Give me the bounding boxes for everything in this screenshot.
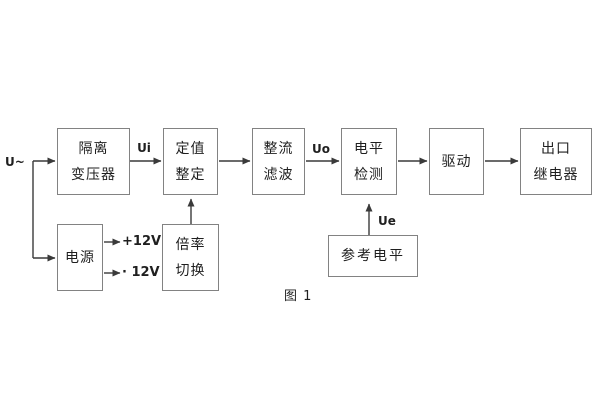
signal-label-source: U~ (5, 155, 25, 169)
block-label-line: 驱动 (441, 153, 472, 170)
block-isolation-transformer: 隔离 变压器 (57, 128, 130, 195)
block-level-detect: 电平 检测 (341, 128, 397, 195)
block-label-line: 整流 (263, 140, 294, 157)
signal-label-ue: Ue (378, 214, 396, 228)
block-ratio-switch: 倍率 切换 (162, 224, 219, 291)
block-label-line: 隔离 (78, 140, 109, 157)
signal-label-ui: Ui (137, 141, 151, 155)
block-label-line: 切换 (175, 262, 206, 279)
block-label-line: 滤波 (263, 166, 294, 183)
block-label-line: 电平 (354, 140, 384, 157)
block-label-line: 倍率 (175, 236, 206, 253)
block-setpoint-setting: 定值 整定 (163, 128, 218, 195)
block-label-line: 检测 (354, 166, 384, 183)
block-label-line: 继电器 (533, 166, 579, 183)
block-label-line: 整定 (175, 166, 206, 183)
block-label-line: 变压器 (71, 166, 116, 183)
figure-caption: 图 1 (284, 289, 313, 304)
block-power-supply: 电源 (57, 224, 103, 291)
block-label-line: 出口 (541, 140, 571, 157)
signal-label-rail-neg: · 12V (122, 265, 160, 280)
block-rectify-filter: 整流 滤波 (252, 128, 305, 195)
signal-label-uo: Uo (312, 142, 330, 156)
block-label-line: 电源 (65, 249, 95, 266)
block-drive: 驱动 (429, 128, 484, 195)
block-label-line: 参考电平 (341, 248, 405, 264)
block-outlet-relay: 出口 继电器 (520, 128, 592, 195)
signal-label-rail-pos: +12V (122, 234, 162, 249)
block-label-line: 定值 (175, 140, 206, 157)
block-reference-level: 参考电平 (328, 235, 418, 277)
